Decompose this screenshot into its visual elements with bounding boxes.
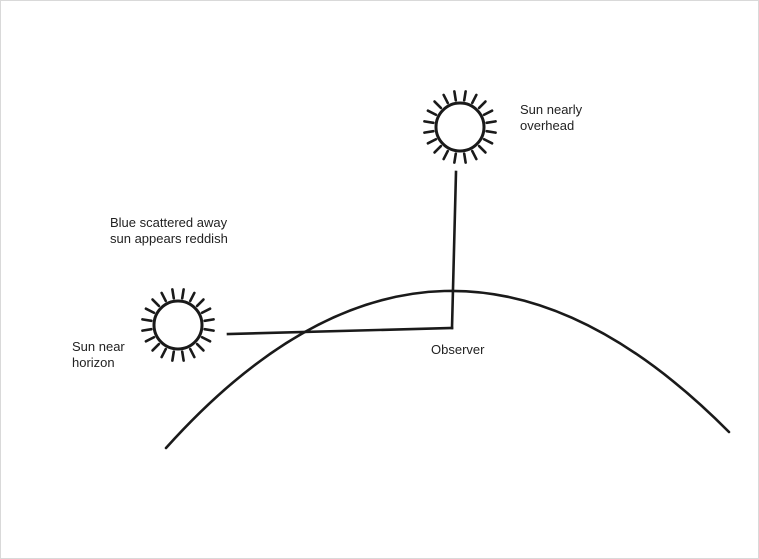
overhead-sun-ray — [433, 100, 443, 110]
sun-overhead-label-line2: overhead — [520, 118, 575, 133]
horizon-sun-ray — [141, 318, 153, 323]
overhead-sun-ray — [482, 109, 494, 117]
horizon-sun-ray — [160, 291, 168, 303]
observer-label-text: Observer — [431, 342, 485, 357]
horizon-sun-ray — [180, 288, 185, 300]
overhead-sun-ray — [477, 100, 487, 110]
sun-overhead-label-line1: Sun nearly — [520, 102, 583, 117]
sun-horizon-label: Sun near horizon — [72, 339, 125, 371]
horizon-sun-ray — [203, 318, 215, 323]
overhead-sun-ray — [442, 149, 450, 161]
horizon-sun-ray — [200, 335, 212, 343]
overhead-sun-ray — [485, 120, 497, 125]
overhead-sun-ray — [462, 152, 467, 164]
horizon-sun-ray — [151, 298, 161, 308]
horizon-sun-ray — [141, 327, 153, 332]
overhead-sun-ray — [426, 137, 438, 145]
overhead-sun-ray — [453, 90, 458, 102]
horizon-sun-ray — [160, 347, 168, 359]
horizon-sun-ray — [188, 291, 196, 303]
scattered-light-label: Blue scattered away sun appears reddish — [110, 215, 228, 247]
horizon-sunlight-path — [226, 326, 454, 336]
horizon-sun-ray — [195, 298, 205, 308]
overhead-sun-ray — [433, 144, 443, 154]
horizon-sun-ray — [171, 350, 176, 362]
overhead-sun-ray — [482, 137, 494, 145]
horizon-sun-ray — [151, 342, 161, 352]
overhead-sun-ray — [462, 90, 467, 102]
horizon-sun-disc — [152, 299, 204, 351]
overhead-sun-ray — [477, 144, 487, 154]
horizon-sun-ray — [180, 350, 185, 362]
overhead-sun-ray — [453, 152, 458, 164]
horizon-sun-ray — [171, 288, 176, 300]
overhead-sun-ray — [470, 93, 478, 105]
horizon-sun-ray — [144, 335, 156, 343]
scattered-light-label-line2: sun appears reddish — [110, 231, 228, 246]
horizon-sun-ray — [195, 342, 205, 352]
sun-overhead-label: Sun nearly overhead — [520, 102, 582, 134]
horizon-sun-ray — [188, 347, 196, 359]
horizon-sun-ray — [200, 307, 212, 315]
overhead-sunlight-path — [450, 170, 458, 330]
observer-label: Observer — [431, 342, 484, 358]
overhead-sun-ray — [423, 129, 435, 134]
horizon-sun-ray — [144, 307, 156, 315]
sun-horizon-label-line1: Sun near — [72, 339, 125, 354]
horizon-sun-ray — [203, 327, 215, 332]
scattered-light-label-line1: Blue scattered away — [110, 215, 228, 230]
sun-horizon-label-line2: horizon — [72, 355, 115, 370]
overhead-sun-disc — [434, 101, 486, 153]
overhead-sun-ray — [423, 120, 435, 125]
overhead-sun-ray — [485, 129, 497, 134]
earth-surface-curve — [164, 289, 731, 450]
overhead-sun-icon — [423, 90, 497, 164]
overhead-sun-ray — [470, 149, 478, 161]
overhead-sun-ray — [426, 109, 438, 117]
horizon-sun-icon — [141, 288, 215, 362]
overhead-sun-ray — [442, 93, 450, 105]
